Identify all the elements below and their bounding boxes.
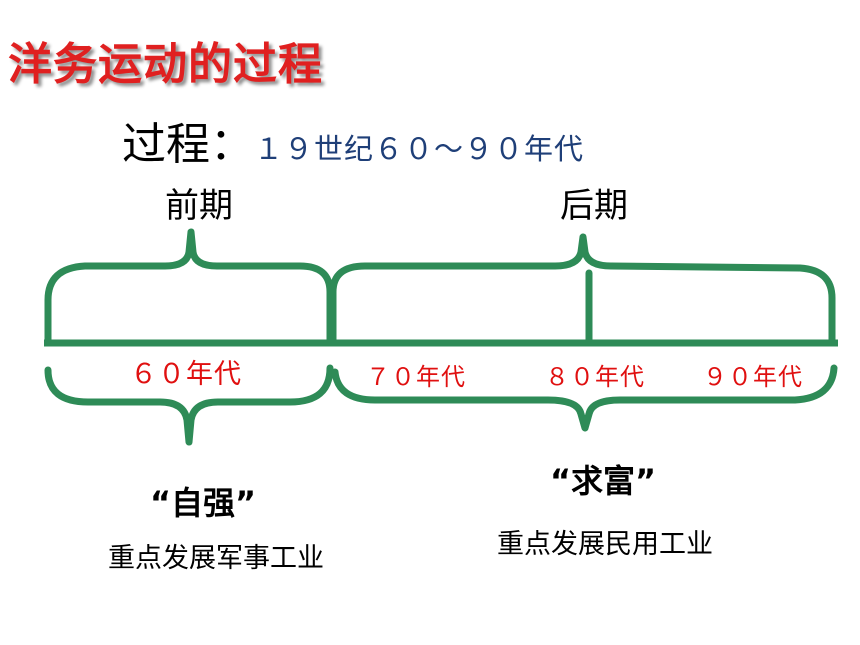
early-focus: 重点发展军事工业 <box>108 543 324 574</box>
late-focus: 重点发展民用工业 <box>497 529 713 560</box>
phase-early-label: 前期 <box>165 186 233 226</box>
late-bottom-brace <box>331 364 838 432</box>
early-slogan: “自强” <box>150 484 257 522</box>
decade-70s: ７０年代 <box>366 363 466 391</box>
late-slogan: “求富” <box>550 462 657 500</box>
process-line: 过程：１９世纪６０～９０年代 <box>122 108 584 172</box>
process-label: 过程： <box>122 119 254 170</box>
early-top-brace <box>44 228 334 347</box>
decade-90s: ９０年代 <box>703 363 803 391</box>
decade-60s: ６０年代 <box>130 359 242 390</box>
decade-80s: ８０年代 <box>545 363 645 391</box>
process-value: １９世纪６０～９０年代 <box>254 132 585 166</box>
slide-title: 洋务运动的过程 <box>8 39 323 90</box>
late-top-brace <box>329 233 836 347</box>
phase-late-label: 后期 <box>560 186 628 226</box>
early-bottom-brace <box>44 364 334 446</box>
